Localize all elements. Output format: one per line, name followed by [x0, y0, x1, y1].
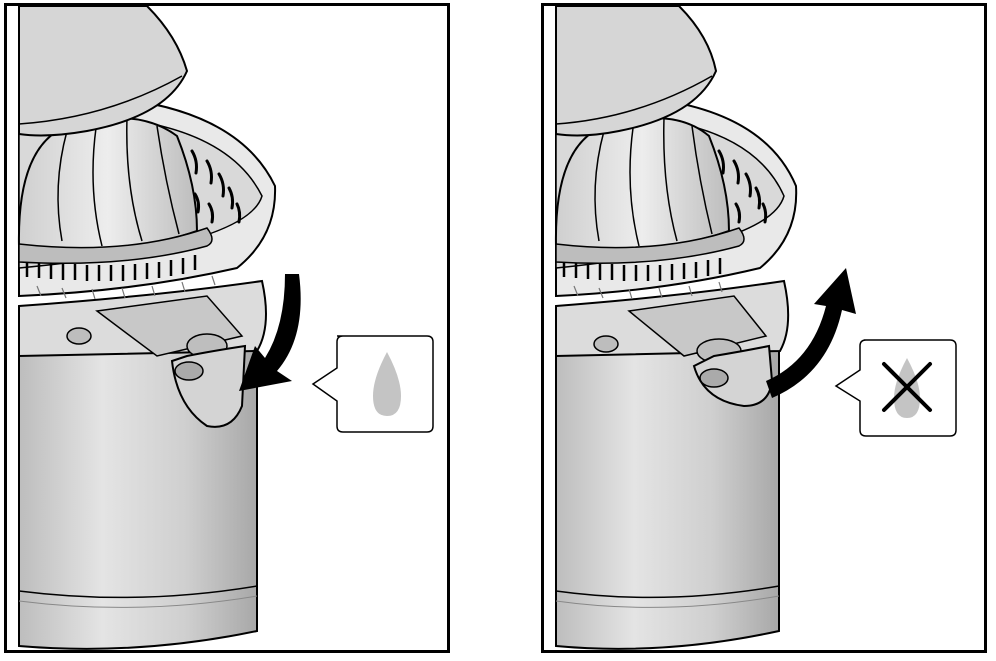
cross-icon — [882, 362, 932, 412]
drip-stop-spout — [593, 295, 774, 408]
juicer-body — [18, 345, 258, 650]
drop-icon — [373, 352, 401, 416]
juicer-illustration — [554, 6, 957, 650]
arrow-down-icon — [239, 274, 301, 391]
dust-cover — [555, 6, 718, 137]
dust-cover — [18, 6, 189, 137]
callout-bubble — [311, 335, 434, 433]
juicer-illustration — [17, 6, 434, 650]
illustration-panel-spout-closed — [541, 3, 987, 653]
drip-stop-spout — [66, 295, 247, 428]
illustration-panel-spout-open — [4, 3, 450, 653]
juicer-body — [555, 345, 780, 650]
arrow-up-icon — [766, 268, 856, 398]
callout-bubble — [834, 339, 957, 437]
